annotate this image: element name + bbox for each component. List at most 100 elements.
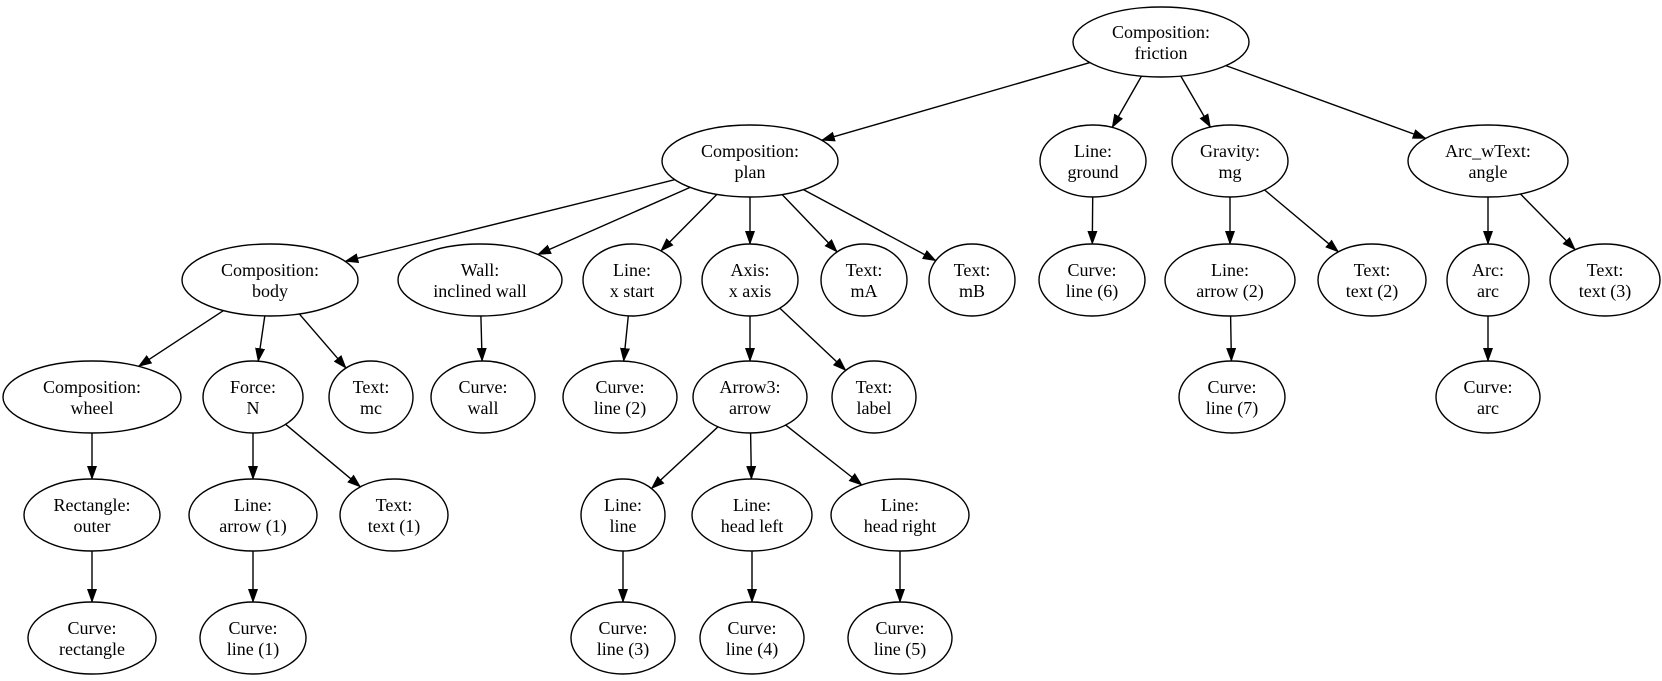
node-label-mB: Text:mB <box>954 260 991 301</box>
edge-mg-text2 <box>1264 189 1340 253</box>
edge-plan-body <box>344 179 675 264</box>
node-label-line6: Curve:line (6) <box>1066 260 1118 302</box>
node-ellipse-line1c <box>199 601 307 675</box>
edge-friction-angle <box>1225 64 1427 140</box>
node-ellipse-xaxis <box>701 243 799 317</box>
node-ellipse-wheel <box>2 360 182 434</box>
node-label-wall: Wall:inclined wall <box>433 260 526 301</box>
edge-forceN-text1 <box>285 423 362 488</box>
node-ellipse-mg <box>1171 124 1289 198</box>
node-ellipse-text1 <box>339 478 449 552</box>
node-label-text1: Text:text (1) <box>368 495 420 537</box>
node-label-rectangle: Curve:rectangle <box>59 618 125 659</box>
node-label-mc: Text:mc <box>353 377 390 418</box>
node-ellipse-text3 <box>1549 243 1661 317</box>
node-arc: Arc:arc <box>1446 243 1530 317</box>
edge-plan-wall <box>536 186 691 256</box>
node-label-arrow2: Line:arrow (2) <box>1196 260 1263 302</box>
node-ellipse-mB <box>928 243 1016 317</box>
node-label-xstart: Line:x start <box>610 260 655 301</box>
node-ellipse-line5 <box>847 601 953 675</box>
node-line6: Curve:line (6) <box>1038 243 1146 317</box>
node-label-arrow3: Arrow3:arrow <box>720 377 781 418</box>
node-label-line3: Curve:line (3) <box>597 618 649 660</box>
edge-angle-text3 <box>1519 193 1576 251</box>
node-ellipse-arrow1 <box>188 478 318 552</box>
node-ellipse-plan <box>661 124 839 198</box>
node-ellipse-mA <box>820 243 908 317</box>
node-label-mA: Text:mA <box>846 260 883 301</box>
node-arrow2: Line:arrow (2) <box>1164 243 1296 317</box>
node-ellipse-arrow2 <box>1164 243 1296 317</box>
node-label-line7: Curve:line (7) <box>1206 377 1258 419</box>
edge-arrow3-headleft <box>746 432 757 480</box>
node-xaxis: Axis:x axis <box>701 243 799 317</box>
node-headright: Line:head right <box>830 478 970 552</box>
node-plan: Composition:plan <box>661 124 839 198</box>
node-ellipse-line4 <box>699 601 805 675</box>
node-label-lineline: Line:line <box>604 495 642 536</box>
node-outer: Rectangle:outer <box>23 478 161 552</box>
node-mA: Text:mA <box>820 243 908 317</box>
node-ellipse-line6 <box>1038 243 1146 317</box>
node-ellipse-ground <box>1039 124 1147 198</box>
node-mg: Gravity:mg <box>1171 124 1289 198</box>
node-ellipse-angle <box>1407 124 1569 198</box>
node-label-line1c: Curve:line (1) <box>227 618 279 660</box>
node-ellipse-curvewall <box>430 360 536 434</box>
node-label-curvearc: Curve:arc <box>1464 377 1513 418</box>
node-text2: Text:text (2) <box>1317 243 1427 317</box>
node-rectangle: Curve:rectangle <box>27 601 157 675</box>
node-ellipse-headright <box>830 478 970 552</box>
edge-body-wheel <box>137 310 224 367</box>
node-xstart: Line:x start <box>582 243 682 317</box>
node-label-angle: Arc_wText:angle <box>1445 141 1531 182</box>
node-arrow1: Line:arrow (1) <box>188 478 318 552</box>
node-ellipse-arc <box>1446 243 1530 317</box>
node-ellipse-line7 <box>1178 360 1286 434</box>
node-ellipse-mc <box>328 360 414 434</box>
node-line4: Curve:line (4) <box>699 601 805 675</box>
edge-xaxis-label <box>779 307 847 372</box>
node-ellipse-outer <box>23 478 161 552</box>
node-label-text3: Text:text (3) <box>1579 260 1631 302</box>
node-label-xaxis: Axis:x axis <box>729 260 772 301</box>
node-label-line5: Curve:line (5) <box>874 618 926 660</box>
edge-plan-mA <box>781 194 838 253</box>
edge-friction-ground <box>1111 75 1143 129</box>
edge-friction-plan <box>820 61 1091 142</box>
node-ellipse-xstart <box>582 243 682 317</box>
node-line2c: Curve:line (2) <box>562 360 678 434</box>
edge-plan-xstart <box>660 193 718 252</box>
node-ellipse-line3 <box>570 601 676 675</box>
node-ellipse-line2c <box>562 360 678 434</box>
node-ellipse-lineline <box>580 478 666 552</box>
node-ground: Line:ground <box>1039 124 1147 198</box>
node-ellipse-rectangle <box>27 601 157 675</box>
node-wheel: Composition:wheel <box>2 360 182 434</box>
node-label-headleft: Line:head left <box>721 495 783 536</box>
node-line7: Curve:line (7) <box>1178 360 1286 434</box>
node-line1c: Curve:line (1) <box>199 601 307 675</box>
node-lineline: Line:line <box>580 478 666 552</box>
edge-plan-mB <box>803 188 937 262</box>
edge-body-forceN <box>255 315 266 363</box>
edges-layer <box>87 61 1576 603</box>
node-label: Text:label <box>831 360 917 434</box>
node-friction: Composition:friction <box>1072 6 1250 78</box>
node-curvearc: Curve:arc <box>1435 360 1541 434</box>
node-ellipse-curvearc <box>1435 360 1541 434</box>
node-label-body: Composition:body <box>221 260 319 301</box>
node-label-wheel: Composition:wheel <box>43 377 141 418</box>
node-mc: Text:mc <box>328 360 414 434</box>
node-text1: Text:text (1) <box>339 478 449 552</box>
node-line5: Curve:line (5) <box>847 601 953 675</box>
node-label-headright: Line:head right <box>864 495 936 536</box>
node-label-outer: Rectangle:outer <box>54 495 131 536</box>
node-ellipse-label <box>831 360 917 434</box>
node-forceN: Force:N <box>202 360 304 434</box>
node-wall: Wall:inclined wall <box>397 243 563 317</box>
node-label-curvewall: Curve:wall <box>459 377 508 418</box>
node-label-plan: Composition:plan <box>701 141 799 182</box>
